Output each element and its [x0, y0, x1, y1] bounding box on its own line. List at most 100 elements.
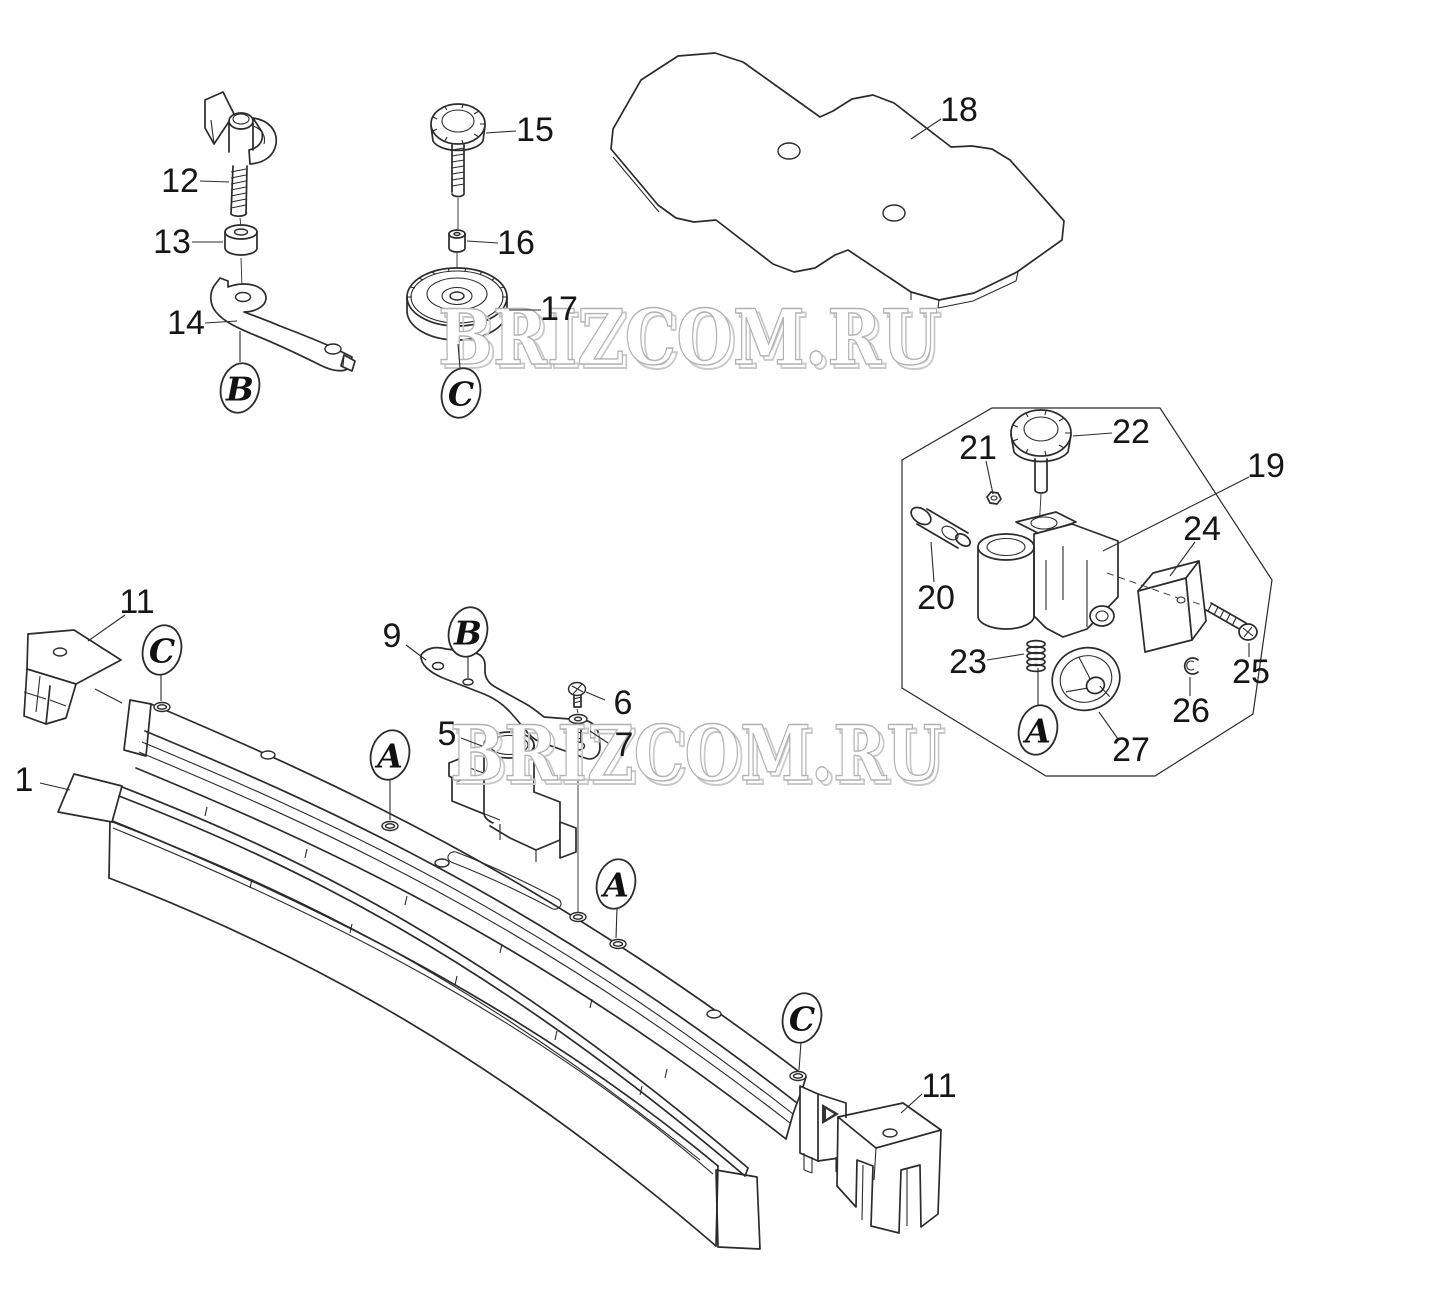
callout-22: 22 [1112, 413, 1150, 451]
watermark-text: BRIZCOM.RU [438, 293, 938, 382]
balloon-stem-C-top [457, 343, 461, 369]
leader-line-24 [1169, 541, 1196, 577]
balloon-oval-C-right [781, 992, 823, 1044]
watermark-shadow-text: BRIZCOM.RU [442, 297, 942, 386]
part-20-pin [910, 506, 972, 549]
leader-line-11b [900, 1093, 923, 1114]
part-caster-clamp-body [977, 511, 1119, 638]
part-squeegee-blade-rear [108, 819, 761, 1250]
part-22-knob [1010, 409, 1072, 549]
leader-line-9 [405, 644, 427, 661]
leader-line-16 [466, 240, 499, 244]
part-5-caster-housing [448, 731, 577, 862]
leader-line-27 [1098, 711, 1119, 740]
callout-11b: 11 [921, 1067, 956, 1105]
leader-line-6 [585, 691, 606, 701]
balloon-layer: B C C B A A C A [141, 331, 1059, 1071]
callout-14: 14 [167, 304, 205, 342]
part-11-end-cap-left [23, 629, 123, 725]
balloon-stem-A-mid [615, 907, 618, 939]
leader-line-20 [930, 541, 935, 583]
balloon-oval-B-top [219, 362, 261, 414]
balloon-C-left: C [141, 624, 183, 701]
part-6-screw [567, 681, 587, 714]
part-squeegee-bar [123, 699, 807, 1140]
callout-19: 19 [1247, 447, 1285, 485]
balloon-C-right: C [781, 992, 823, 1071]
callout-21: 21 [959, 429, 997, 467]
balloon-oval-A-bubble [1017, 704, 1059, 756]
balloon-letter-B-mid: B [453, 614, 482, 653]
balloon-letter-A-mid: A [600, 866, 629, 905]
callout-6: 6 [614, 684, 633, 722]
balloon-letter-B-top: B [225, 370, 254, 409]
balloon-oval-C-top [440, 367, 482, 419]
balloon-letter-A-bubble: A [1022, 712, 1051, 751]
part-21-nut [986, 491, 1002, 505]
callout-16: 16 [497, 224, 535, 262]
leader-line-layer [39, 118, 1250, 1114]
balloon-B-top: B [219, 331, 261, 414]
part-16-spacer [448, 229, 466, 268]
leader-line-11a [87, 614, 126, 642]
callout-5: 5 [438, 715, 457, 753]
callout-11a: 11 [119, 583, 154, 621]
part-15-knob [430, 103, 486, 229]
part-13-bushing [224, 224, 258, 288]
balloon-A-mid: A [595, 858, 637, 939]
callout-27: 27 [1112, 731, 1150, 769]
part-18-link-plate [610, 52, 1065, 309]
callout-25: 25 [1232, 653, 1270, 691]
callout-26: 26 [1172, 692, 1210, 730]
leader-line-23 [986, 653, 1025, 661]
leader-line-18 [910, 118, 942, 140]
part-12-wing-screw [204, 91, 278, 228]
balloon-oval-A-mid [595, 858, 637, 910]
callout-17: 17 [540, 290, 578, 328]
balloon-oval-B-mid [447, 606, 489, 658]
balloon-oval-C-left [141, 624, 183, 676]
leader-line-22 [1072, 432, 1113, 437]
callout-20: 20 [917, 579, 955, 617]
watermark-shadow-text: BRIZCOM.RU [454, 713, 946, 802]
balloon-letter-C-right: C [789, 1000, 815, 1039]
callout-24: 24 [1183, 510, 1221, 548]
callout-1: 1 [15, 761, 34, 799]
leader-line-5 [460, 737, 483, 747]
balloon-letter-C-top: C [448, 375, 474, 414]
callout-18: 18 [940, 91, 978, 129]
part-17-roller [406, 267, 508, 341]
balloon-letter-C-left: C [149, 632, 175, 671]
callout-23: 23 [949, 643, 987, 681]
leader-line-14 [204, 320, 238, 324]
leader-line-21 [985, 460, 994, 495]
callout-9: 9 [383, 617, 402, 655]
callout-7: 7 [615, 726, 634, 764]
part-14-lever [210, 277, 356, 372]
part-9-bracket [420, 646, 601, 760]
part-27-wheel [1051, 646, 1121, 712]
part-25-screw [1205, 602, 1258, 641]
callout-12: 12 [161, 162, 199, 200]
part-26-clip [1183, 657, 1199, 675]
balloon-letter-A-left: A [374, 737, 403, 776]
part-24-block [1137, 560, 1207, 653]
balloon-C-top: C [440, 343, 482, 419]
part-1-front-blade-strip [57, 773, 749, 1177]
leader-line-7 [589, 730, 609, 744]
watermark-text: BRIZCOM.RU [450, 709, 942, 798]
callout-13: 13 [153, 223, 191, 261]
balloon-B-mid: B [447, 606, 489, 678]
part-23-spring [1026, 639, 1046, 673]
leader-line-1 [39, 782, 71, 791]
leader-line-15 [485, 130, 517, 134]
part-7-washer-bolt [568, 713, 588, 913]
part-11-end-cap-right [836, 1102, 942, 1234]
part-bar-end-clip [799, 1085, 869, 1174]
